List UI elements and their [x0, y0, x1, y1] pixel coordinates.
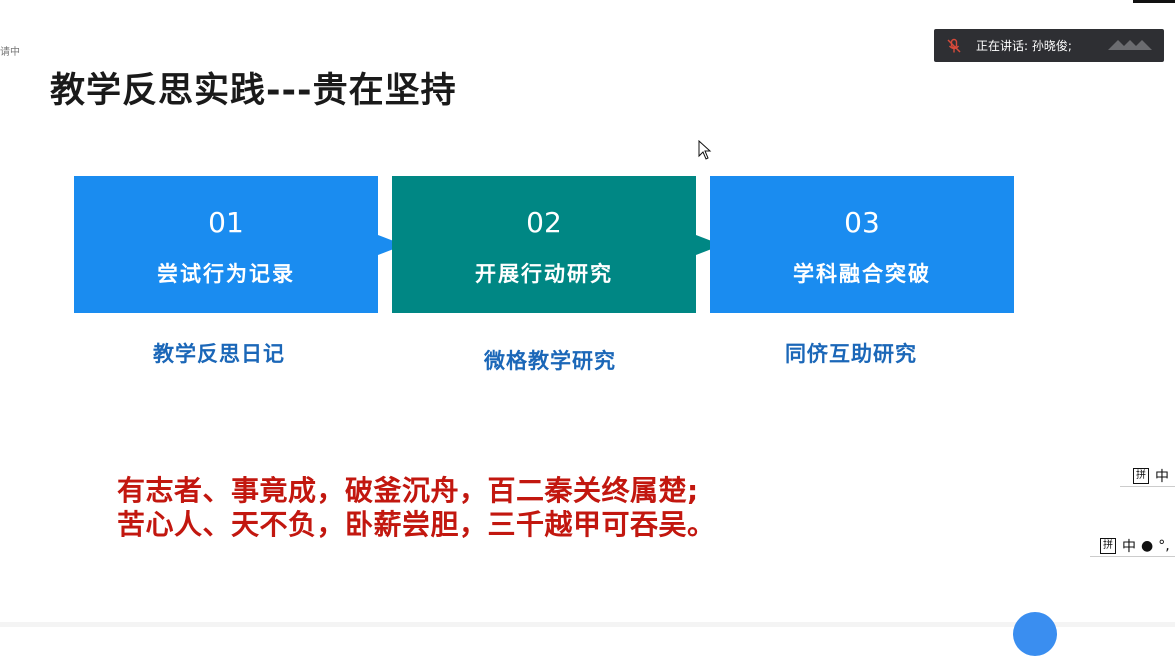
top-edge-bar [1133, 0, 1175, 3]
step-number: 01 [208, 206, 244, 239]
window-edge-label: 请中 [0, 47, 20, 58]
ime-toolbar-divider [1090, 556, 1175, 557]
step-subtitle-2: 微格教学研究 [484, 349, 616, 373]
quote-block: 有志者、事竟成，破釜沉舟，百二秦关终属楚; 苦心人、天不负，卧薪尝胆，三千越甲可… [117, 474, 716, 542]
audio-wave-icon [1108, 39, 1152, 50]
step-box-2: 02 开展行动研究 [392, 176, 696, 313]
ime-toolbar-1[interactable]: 拼 中 [1133, 466, 1169, 486]
speaker-indicator: 正在讲话: 孙晓俊; [934, 29, 1164, 62]
ime-pinyin-icon[interactable]: 拼 [1133, 468, 1149, 484]
step-number: 03 [844, 206, 880, 239]
ime-fullwidth-dot-icon[interactable]: ● [1141, 538, 1154, 554]
ime-toolbar-divider [1120, 486, 1175, 487]
step-box-1: 01 尝试行为记录 [74, 176, 378, 313]
slide-title: 教学反思实践---贵在坚持 [50, 71, 457, 111]
speaker-label: 正在讲话: 孙晓俊; [976, 39, 1072, 53]
step-subtitle-3: 同侪互助研究 [785, 342, 917, 366]
quote-line-1: 有志者、事竟成，破釜沉舟，百二秦关终属楚; [117, 474, 699, 507]
ime-toolbar-2[interactable]: 拼 中 ● °, [1100, 536, 1170, 556]
step-name: 尝试行为记录 [157, 262, 295, 286]
mic-muted-icon[interactable] [946, 38, 962, 54]
step-name: 学科融合突破 [793, 262, 931, 286]
ime-mode-toggle[interactable]: 中 [1122, 539, 1136, 555]
step-subtitle-1: 教学反思日记 [153, 342, 285, 366]
ime-mode-toggle[interactable]: 中 [1155, 469, 1169, 485]
quote-line-2: 苦心人、天不负，卧薪尝胆，三千越甲可吞吴。 [117, 508, 716, 541]
step-box-3: 03 学科融合突破 [710, 176, 1014, 313]
step-name: 开展行动研究 [475, 262, 613, 286]
mouse-pointer-icon [698, 140, 712, 160]
ime-pinyin-icon[interactable]: 拼 [1100, 538, 1116, 554]
ime-punctuation-toggle[interactable]: °, [1158, 538, 1170, 554]
step-number: 02 [526, 206, 562, 239]
bottom-strip [0, 622, 1175, 627]
floating-action-button[interactable] [1013, 612, 1057, 656]
